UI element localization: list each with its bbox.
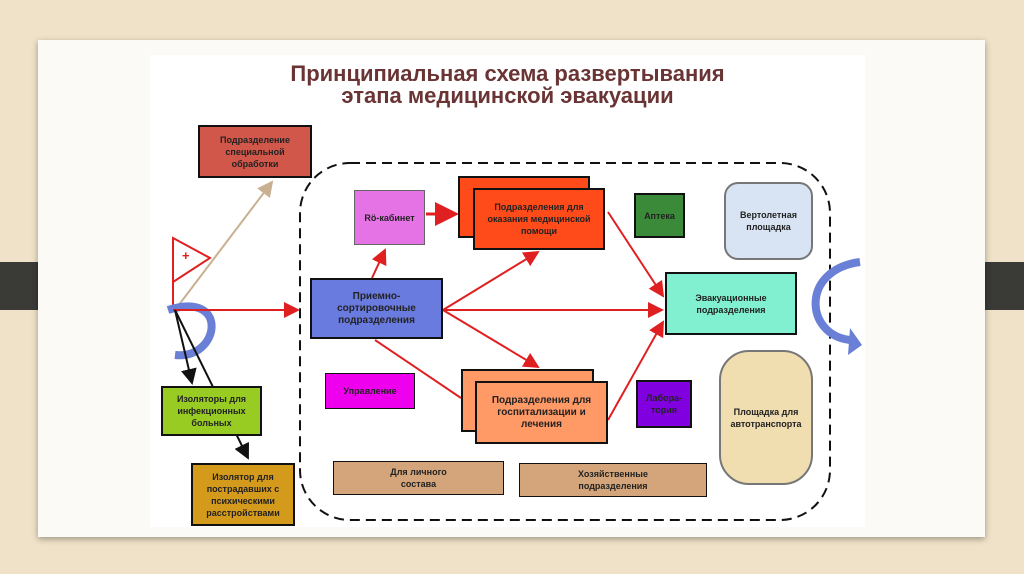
title-line-2: этапа медицинской эвакуации xyxy=(341,83,674,108)
evacuation-out-arrow xyxy=(811,258,861,344)
flag-icon xyxy=(172,236,212,310)
infectious-isolators-box: Изоляторы для инфекционных больных xyxy=(161,386,262,436)
management-box: Управление xyxy=(325,373,415,409)
title-line-1: Принципиальная схема развертывания xyxy=(290,61,725,86)
helipad-box: Вертолетная площадка xyxy=(724,182,813,260)
hospitalization-box: Подразделения для госпитализации и лечен… xyxy=(475,381,608,444)
xray-box: Rö-кабинет xyxy=(354,190,425,245)
household-box: Хозяйственные подразделения xyxy=(519,463,707,497)
pharmacy-box: Аптека xyxy=(634,193,685,238)
deployment-zone-border xyxy=(299,162,831,521)
evacuation-box: Эвакуационные подразделения xyxy=(665,272,797,335)
flag-plus: + xyxy=(182,248,190,263)
medhelp-box: Подразделения для оказания медицинской п… xyxy=(473,188,605,250)
laboratory-box: Лабора-тория xyxy=(636,380,692,428)
personnel-box: Для личного состава xyxy=(333,461,504,495)
mental-isolator-box: Изолятор для пострадавших с психическими… xyxy=(191,463,295,526)
autotransport-box: Площадка для автотранспорта xyxy=(719,350,813,485)
sorting-box: Приемно-сортировочные подразделения xyxy=(310,278,443,339)
special-treatment-box: Подразделение специальной обработки xyxy=(198,125,312,178)
